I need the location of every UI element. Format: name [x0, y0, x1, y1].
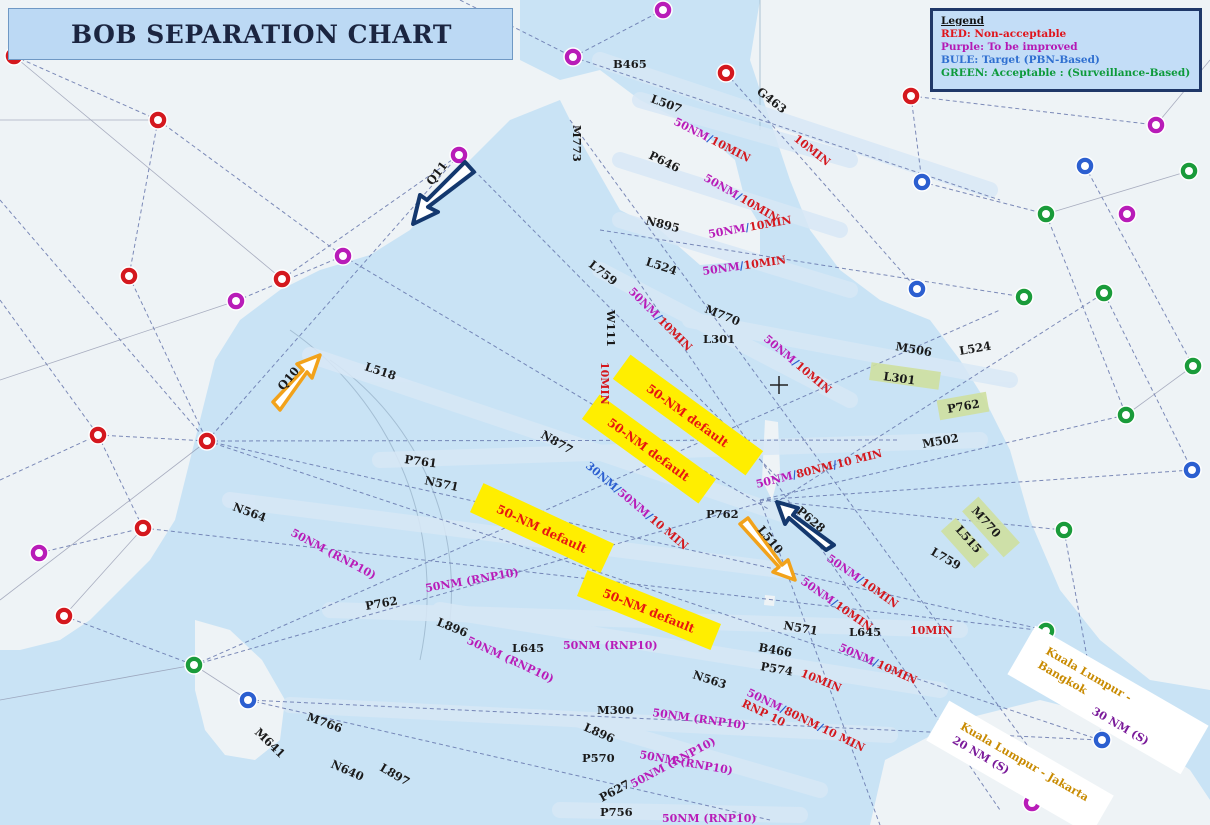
route-label-p761: P761 [404, 452, 438, 470]
route-label-l301: L301 [703, 332, 735, 346]
route-label-l301-east: L301 [883, 369, 917, 387]
route-label-m502: M502 [921, 431, 960, 451]
route-label-p756: P756 [600, 805, 633, 819]
waypoint-marker-green [1183, 356, 1203, 376]
route-label-m506: M506 [894, 339, 933, 359]
route-label-p762-east: P762 [946, 396, 981, 415]
separation-part: 10MIN [743, 253, 787, 272]
navy-arrow-q11 [411, 160, 476, 226]
separation-part: / [734, 190, 745, 204]
route-label-w111: W111 [604, 309, 618, 347]
waypoint-marker-red [716, 63, 736, 83]
waypoint-marker-red [197, 431, 217, 451]
route-label-m773: M773 [570, 125, 584, 162]
waypoint-marker-purple [1117, 204, 1137, 224]
route-label-b465: B465 [613, 57, 647, 71]
waypoint-marker-blue [1092, 730, 1112, 750]
orange-arrow-l510 [738, 516, 797, 582]
separation-part: / [871, 656, 881, 670]
route-label-b466: B466 [757, 640, 793, 660]
separation-label-l645-east: 10MIN [910, 624, 953, 637]
legend-green-item: GREEN: Acceptable : (Surveillance-Based) [941, 67, 1191, 79]
waypoint-marker-blue [1075, 156, 1095, 176]
waypoint-marker-red [148, 110, 168, 130]
waypoint-marker-red [88, 425, 108, 445]
route-label-l645-east: L645 [849, 625, 881, 639]
route-bands [222, 52, 1018, 823]
separation-part: / [778, 702, 788, 716]
route-label-l524-east: L524 [958, 339, 992, 358]
highlight-boxes [869, 362, 1020, 569]
separation-part: / [816, 721, 826, 735]
legend-box: Legend RED: Non-acceptable Purple: To be… [930, 8, 1202, 92]
legend-red-item: RED: Non-acceptable [941, 28, 1067, 40]
waypoint-marker-red [133, 518, 153, 538]
separation-label-w111: 10MIN [598, 362, 611, 405]
inland-routes [0, 55, 1210, 701]
separation-part: 10MIN [910, 624, 953, 637]
waypoint-marker-purple [29, 543, 49, 563]
waypoint-marker-blue [238, 690, 258, 710]
separation-part: 10MIN [598, 362, 611, 405]
waypoint-marker-purple [449, 145, 469, 165]
route-label-p762-west: P762 [364, 593, 399, 612]
waypoint-marker-green [184, 655, 204, 675]
waypoint-marker-purple [226, 291, 246, 311]
waypoint-marker-green [1094, 283, 1114, 303]
separation-part: 50NM [702, 260, 741, 278]
waypoint-marker-red [901, 86, 921, 106]
waypoint-marker-purple [653, 0, 673, 20]
route-label-l645: L645 [512, 641, 544, 655]
waypoint-marker-blue [1182, 460, 1202, 480]
route-label-p570: P570 [582, 751, 615, 765]
legend-heading: Legend [941, 15, 985, 27]
waypoint-marker-red [119, 266, 139, 286]
chart-title-box: BOB SEPARATION CHART [8, 8, 513, 60]
separation-part: / [739, 259, 746, 273]
separation-part: / [831, 458, 839, 472]
waypoint-marker-green [1179, 161, 1199, 181]
orange-arrow-q10 [271, 353, 322, 412]
navy-arrow-p628 [775, 500, 836, 552]
separation-part: / [829, 596, 841, 610]
separation-label-l645: 50NM (RNP10) [563, 639, 658, 652]
separation-part: 50NM (RNP10) [662, 812, 757, 825]
separation-part: / [744, 221, 751, 235]
separation-part: / [705, 132, 715, 146]
waypoint-marker-red [272, 269, 292, 289]
waypoint-marker-purple [1146, 115, 1166, 135]
separation-part: 50NM (RNP10) [563, 639, 658, 652]
waypoint-marker-green [1014, 287, 1034, 307]
separation-label-l524: 50NM/10MIN [702, 253, 787, 278]
route-label-m300: M300 [597, 703, 634, 717]
separation-part: / [855, 573, 867, 587]
center-cross-marker [770, 376, 788, 394]
waypoint-marker-green [1116, 405, 1136, 425]
waypoint-marker-red [54, 606, 74, 626]
legend-blue-item: BULE: Target (PBN-Based) [941, 54, 1100, 66]
waypoint-marker-purple [563, 47, 583, 67]
waypoint-marker-green [1054, 520, 1074, 540]
chart-title: BOB SEPARATION CHART [71, 19, 452, 49]
waypoint-marker-blue [912, 172, 932, 192]
separation-part: / [791, 468, 799, 482]
separation-label-n895: 50NM/10MIN [707, 214, 792, 241]
legend-purple-item: Purple: To be improved [941, 41, 1078, 53]
route-label-p574: P574 [759, 659, 794, 678]
waypoint-marker-purple [333, 246, 353, 266]
separation-label-p756: 50NM (RNP10) [662, 812, 757, 825]
waypoint-marker-blue [907, 279, 927, 299]
route-label-p762-mid: P762 [706, 507, 739, 521]
route-label-n571-east: N571 [782, 618, 818, 638]
waypoint-marker-green [1036, 204, 1056, 224]
separation-part: 50NM [707, 222, 746, 241]
